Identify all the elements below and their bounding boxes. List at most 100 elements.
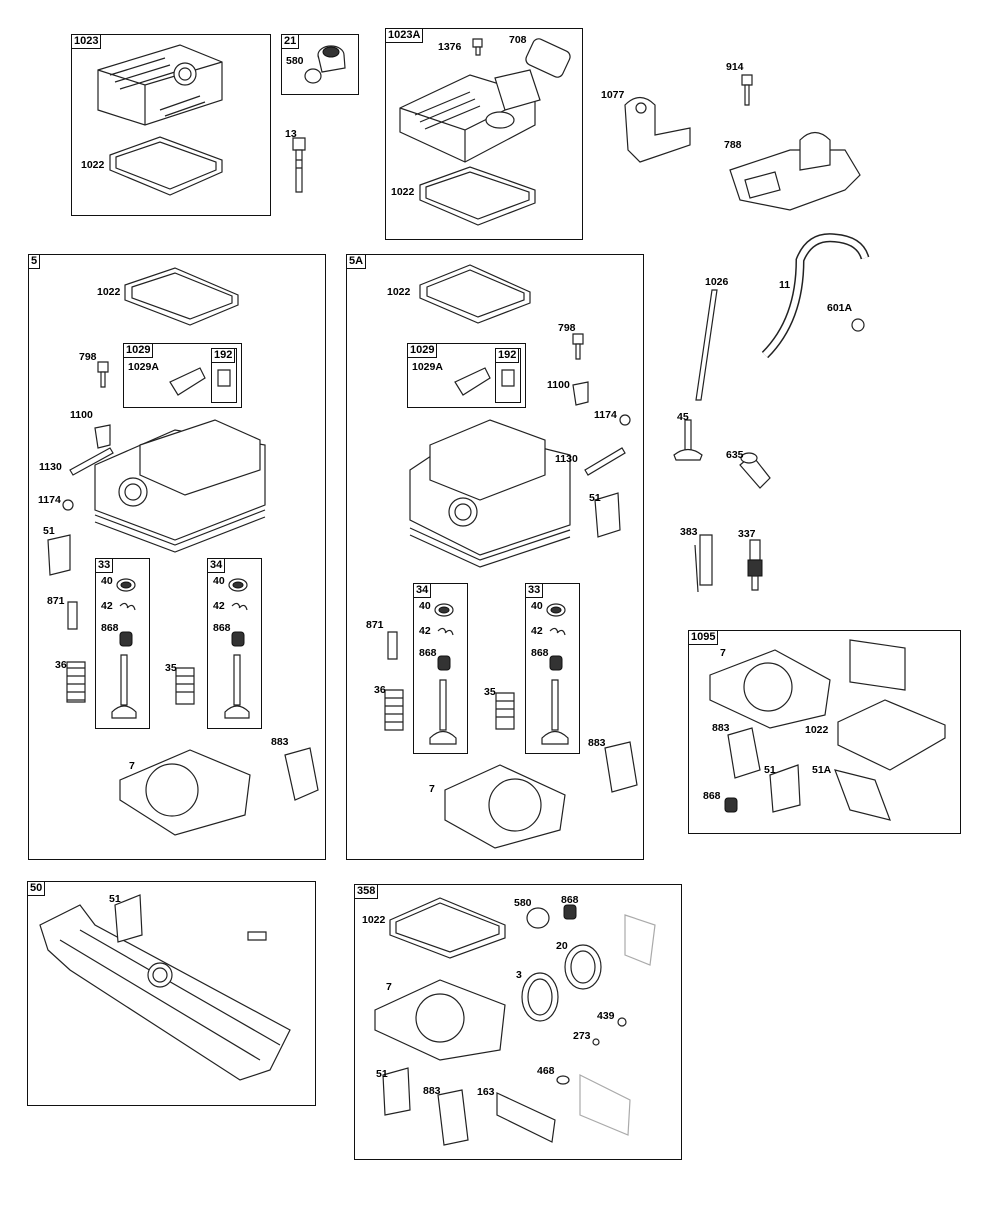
clamp-601a-icon (852, 319, 864, 331)
g5-gasket-1022-icon (125, 268, 238, 325)
group-5-33-subframe (95, 558, 150, 729)
o-ring-580-icon (305, 69, 321, 83)
g5a-bolt-798-icon (573, 334, 583, 359)
g5-33-retainer-40-icon (117, 579, 135, 591)
g5-guide-1100-icon (95, 425, 110, 448)
group-50-frame (27, 881, 316, 1106)
bolt-13-icon (293, 138, 305, 192)
part-label: 868 (419, 647, 437, 659)
g1095-gasket-1022-icon (838, 700, 945, 770)
part-label: 1100 (70, 409, 93, 421)
part-label: 580 (286, 55, 304, 67)
g5-spring-36-icon (67, 662, 85, 702)
group-tag-5-34: 34 (207, 558, 226, 573)
part-label: 868 (213, 622, 231, 634)
g5a-rocker-1029a-icon (455, 368, 490, 395)
g358-gasket-883-icon (438, 1090, 468, 1145)
part-label: 7 (429, 783, 435, 795)
part-label: 40 (419, 600, 431, 612)
g5a-34-keeper-42-icon (438, 628, 453, 635)
g5-33-seal-868-icon (120, 632, 132, 646)
part-label: 337 (738, 528, 756, 540)
part-label: 798 (79, 351, 97, 363)
g1095-head-gasket-7-icon (710, 650, 830, 728)
part-label: 42 (213, 600, 225, 612)
part-label: 868 (531, 647, 549, 659)
g358-head-gasket-7-icon (375, 980, 505, 1060)
g5a-pin-871-icon (388, 632, 397, 659)
part-label: 1022 (362, 914, 386, 926)
part-label: 40 (531, 600, 543, 612)
g1095-gasket-51a-icon (835, 770, 890, 820)
part-label: 163 (477, 1086, 495, 1098)
g358-o-ring-580-icon (527, 908, 549, 928)
group-5a-33-subframe (525, 583, 580, 754)
g5-gasket-51-icon (48, 535, 70, 575)
part-label: 468 (537, 1065, 555, 1077)
group-tag-5-192: 192 (211, 348, 236, 363)
g5a-head-icon (410, 420, 570, 567)
part-label: 868 (703, 790, 721, 802)
group-tag-5-33: 33 (95, 558, 114, 573)
group-tag-1023: 1023 (71, 34, 102, 49)
part-label: 35 (484, 686, 496, 698)
g358-washer-273-icon (593, 1039, 599, 1045)
part-label: 1022 (391, 186, 415, 198)
part-label: 42 (531, 625, 543, 637)
part-label: 871 (366, 619, 384, 631)
g5a-gasket-1022-icon (420, 265, 530, 323)
g5a-33-seal-868-icon (550, 656, 562, 670)
g5a-pushrod-1130-icon (585, 448, 625, 475)
part-label: 439 (597, 1010, 615, 1022)
g358-gasket-1022-icon (390, 898, 505, 958)
g5a-gasket-883-icon (605, 742, 637, 792)
bolt-1376-icon (473, 39, 482, 55)
part-label: 914 (726, 61, 744, 73)
part-label: 1022 (805, 724, 829, 736)
g358-faint-gasket-icon (625, 915, 655, 965)
group-tag-5: 5 (28, 254, 41, 269)
elbow-635-icon (740, 453, 770, 488)
g5a-spring-35-icon (496, 693, 514, 729)
g5-33-keeper-42-icon (120, 603, 135, 610)
part-label: 1022 (81, 159, 105, 171)
part-label: 1022 (387, 286, 411, 298)
part-label: 51 (589, 492, 601, 504)
breather-tube-11-inner (765, 238, 865, 355)
g1095-seal-868-icon (725, 798, 737, 812)
group-21-frame (281, 34, 359, 95)
g358-faint-gasket-2-icon (580, 1075, 630, 1135)
group-tag-5a: 5A (346, 254, 367, 269)
g5a-34-seal-868-icon (438, 656, 450, 670)
part-label: 1029A (412, 361, 443, 373)
part-label: 273 (573, 1030, 591, 1042)
part-label: 798 (558, 322, 576, 334)
g5-pivot-192-icon (218, 370, 230, 386)
part-label: 883 (423, 1085, 441, 1097)
group-5-34-subframe (207, 558, 262, 729)
bolt-914-icon (742, 75, 752, 105)
g5a-pivot-192-icon (502, 370, 514, 386)
g5-nut-1174-icon (63, 500, 73, 510)
bracket-788-icon (730, 133, 860, 211)
group-tag-5a-192: 192 (495, 348, 520, 363)
part-label: 1130 (555, 453, 578, 465)
valve-cover-1023a-icon (400, 70, 540, 162)
g5a-nut-1174-icon (620, 415, 630, 425)
g358-seal-20-icon (565, 945, 601, 989)
part-label: 40 (101, 575, 113, 587)
g5-gasket-883-icon (285, 748, 318, 800)
part-label: 36 (55, 659, 67, 671)
group-tag-21: 21 (281, 34, 300, 49)
g1095-gasket-icon (850, 640, 905, 690)
g5-pushrod-1130-icon (70, 448, 113, 475)
group-5-frame (28, 254, 326, 860)
g5a-34-retainer-40-icon (435, 604, 453, 616)
part-label: 51 (764, 764, 776, 776)
group-5a-frame (346, 254, 644, 860)
part-label: 7 (720, 647, 726, 659)
part-label: 7 (386, 981, 392, 993)
part-label: 868 (101, 622, 119, 634)
bracket-1077-icon (625, 98, 690, 163)
